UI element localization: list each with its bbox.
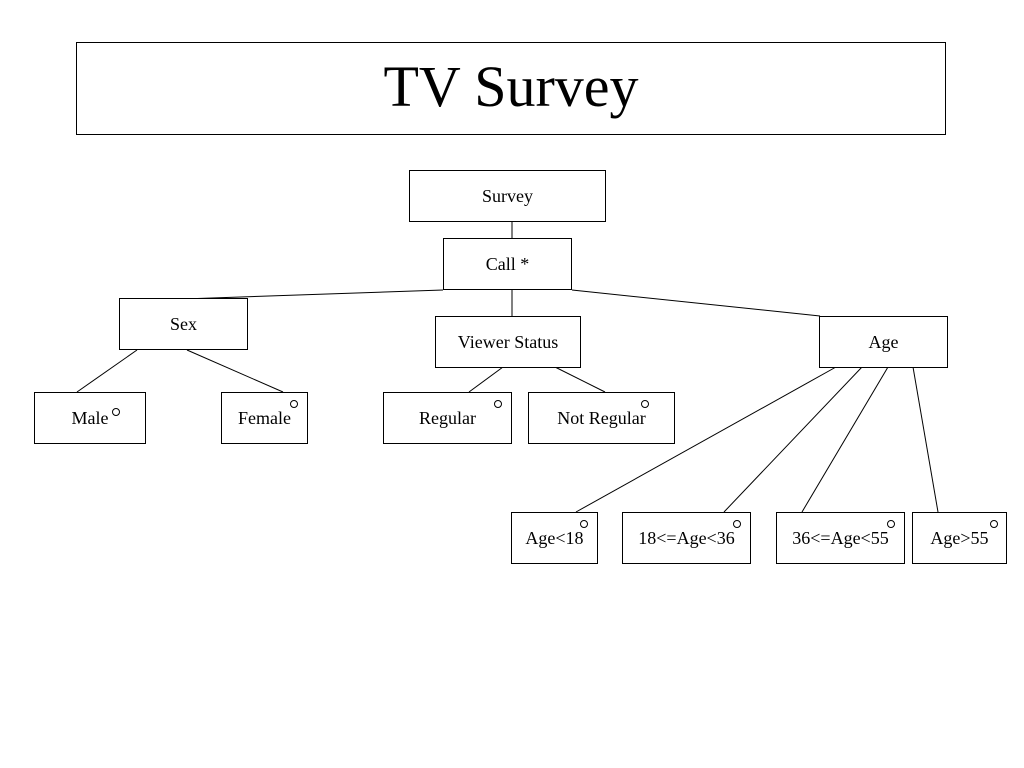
node-survey: Survey	[409, 170, 606, 222]
node-call: Call *	[443, 238, 572, 290]
edge-call-sex	[182, 289, 444, 300]
edge-age-lt18	[575, 366, 837, 513]
edge-viewer-not-regular	[554, 366, 606, 393]
diagram-title-box: TV Survey	[76, 42, 946, 135]
node-age: Age	[819, 316, 948, 368]
node-sex: Sex	[119, 298, 248, 350]
optional-circle-icon	[733, 520, 741, 528]
edge-age-gt55	[912, 366, 939, 513]
node-regular-label: Regular	[419, 407, 476, 428]
node-age-lt-18: Age<18	[511, 512, 598, 564]
node-age-label: Age	[868, 331, 899, 352]
node-male: Male	[34, 392, 146, 444]
edge-sex-male	[76, 349, 138, 393]
node-age-18-36-label: 18<=Age<36	[638, 527, 735, 548]
edge-age-36-55	[801, 366, 889, 513]
node-age-gt-55-label: Age>55	[930, 527, 989, 548]
node-viewer-status: Viewer Status	[435, 316, 581, 368]
edge-viewer-regular	[468, 366, 504, 393]
node-not-regular: Not Regular	[528, 392, 675, 444]
edge-age-18-36	[723, 366, 863, 513]
edge-sex-female	[186, 349, 284, 393]
node-female-label: Female	[238, 407, 291, 428]
node-regular: Regular	[383, 392, 512, 444]
optional-circle-icon	[990, 520, 998, 528]
node-age-36-55-label: 36<=Age<55	[792, 527, 889, 548]
optional-circle-icon	[580, 520, 588, 528]
optional-circle-icon	[290, 400, 298, 408]
node-male-label: Male	[71, 407, 109, 428]
edge-call-age	[571, 289, 821, 317]
node-call-label: Call *	[485, 253, 530, 274]
node-age-36-55: 36<=Age<55	[776, 512, 905, 564]
optional-circle-icon	[112, 408, 120, 416]
optional-circle-icon	[887, 520, 895, 528]
node-female: Female	[221, 392, 308, 444]
node-age-gt-55: Age>55	[912, 512, 1007, 564]
node-sex-label: Sex	[170, 313, 197, 334]
node-survey-label: Survey	[482, 185, 533, 206]
node-age-lt-18-label: Age<18	[525, 527, 584, 548]
optional-circle-icon	[641, 400, 649, 408]
optional-circle-icon	[494, 400, 502, 408]
diagram-title: TV Survey	[383, 53, 639, 119]
node-not-regular-label: Not Regular	[557, 407, 646, 428]
node-age-18-36: 18<=Age<36	[622, 512, 751, 564]
node-viewer-status-label: Viewer Status	[457, 331, 559, 352]
